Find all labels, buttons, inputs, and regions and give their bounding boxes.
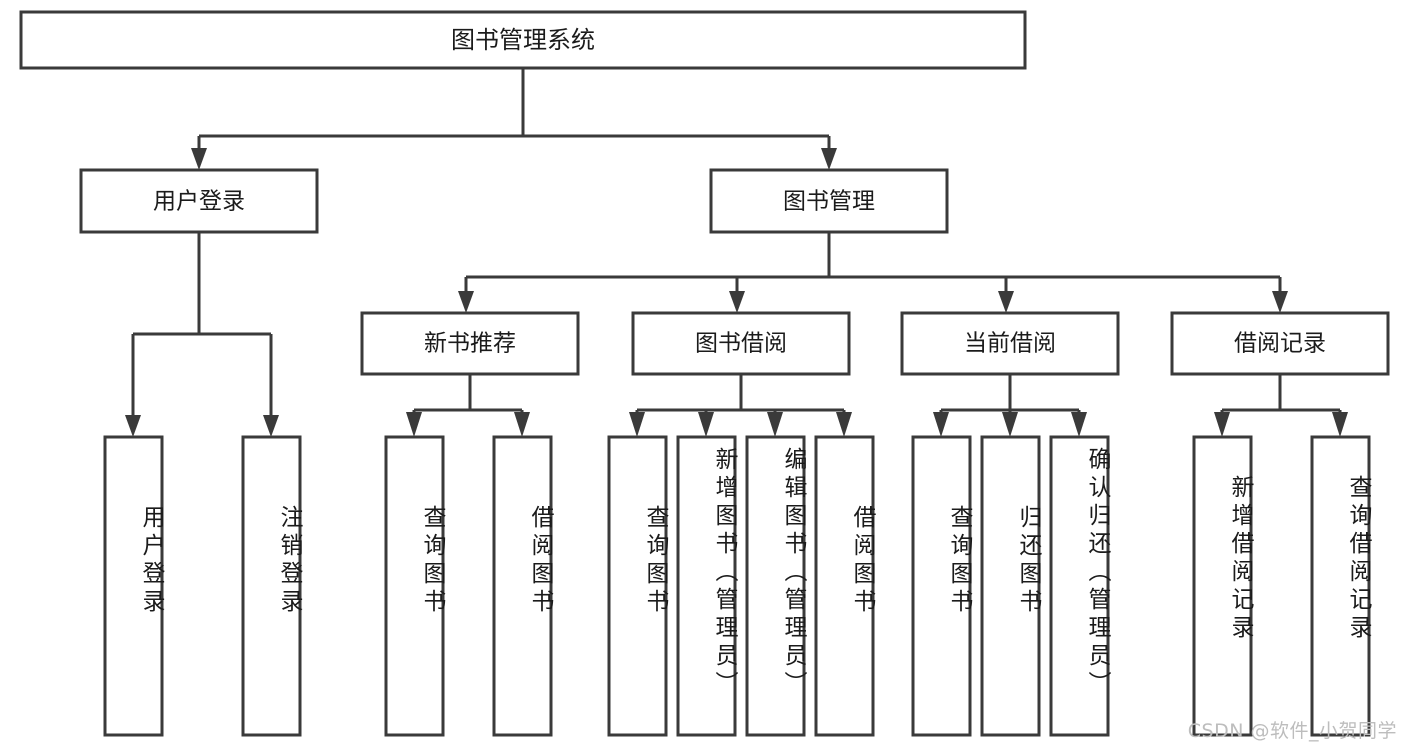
leaf-box-br-query-record[interactable] (1310, 435, 1371, 737)
node-book-management-label: 图书管理 (783, 189, 875, 215)
arrow-bm-to-current-borrow (998, 291, 1014, 313)
connector-layer (125, 68, 1348, 437)
node-new-book-recommend-label: 新书推荐 (424, 331, 516, 357)
arrow-br-leaf-1 (1214, 412, 1230, 437)
node-root-box[interactable] (19, 10, 1027, 70)
node-book-management-box[interactable] (709, 168, 949, 234)
leaf-box-nb-query-book[interactable] (384, 435, 445, 737)
leaf-box-cb-query-book[interactable] (911, 435, 972, 737)
arrow-root-to-user-login (191, 148, 207, 170)
arrow-cb-leaf-2 (1002, 412, 1018, 437)
arrow-bm-to-book-borrow (729, 291, 745, 313)
arrow-bb-leaf-3 (767, 412, 783, 437)
node-current-borrow-box[interactable] (900, 311, 1120, 376)
node-user-login[interactable]: 用户登录 (79, 168, 319, 234)
leaf-box-nb-borrow-book[interactable] (492, 435, 553, 737)
node-new-book-recommend[interactable]: 新书推荐 (360, 311, 580, 376)
node-current-borrow-label: 当前借阅 (964, 331, 1056, 357)
node-root-book-management-system[interactable]: 图书管理系统 (19, 10, 1027, 70)
node-book-borrow[interactable]: 图书借阅 (631, 311, 851, 376)
leaf-box-layer (103, 435, 1371, 737)
arrow-bb-leaf-1 (629, 412, 645, 437)
node-borrow-record[interactable]: 借阅记录 (1170, 311, 1390, 376)
arrow-br-leaf-2 (1332, 412, 1348, 437)
arrow-cb-leaf-1 (933, 412, 949, 437)
leaf-box-br-add-record[interactable] (1192, 435, 1253, 737)
leaf-box-bb-borrow-book[interactable] (814, 435, 875, 737)
arrow-bm-to-new-book (458, 291, 474, 313)
leaf-box-cb-confirm-return-admin[interactable] (1049, 435, 1110, 737)
node-borrow-record-label: 借阅记录 (1234, 331, 1326, 357)
node-new-book-recommend-box[interactable] (360, 311, 580, 376)
arrow-user-login-leaf-1 (125, 415, 141, 437)
node-book-borrow-box[interactable] (631, 311, 851, 376)
arrow-cb-leaf-3 (1071, 412, 1087, 437)
node-user-login-label: 用户登录 (153, 189, 245, 215)
arrow-bm-to-borrow-record (1272, 291, 1288, 313)
node-borrow-record-box[interactable] (1170, 311, 1390, 376)
node-book-borrow-label: 图书借阅 (695, 331, 787, 357)
arrow-nb-leaf-2 (514, 412, 530, 437)
arrow-nb-leaf-1 (406, 412, 422, 437)
arrow-user-login-leaf-2 (263, 415, 279, 437)
arrow-bb-leaf-2 (698, 412, 714, 437)
arrow-root-to-book-manage (821, 148, 837, 170)
leaf-box-bb-query-book[interactable] (607, 435, 668, 737)
arrow-bb-leaf-4 (836, 412, 852, 437)
csdn-watermark: CSDN @软件_小贺同学 (1187, 720, 1397, 742)
leaf-box-bb-edit-book-admin[interactable] (745, 435, 806, 737)
node-user-login-box[interactable] (79, 168, 319, 234)
leaf-box-user-login[interactable] (103, 435, 164, 737)
node-current-borrow[interactable]: 当前借阅 (900, 311, 1120, 376)
leaf-box-cb-return-book[interactable] (980, 435, 1041, 737)
node-root-label: 图书管理系统 (451, 26, 595, 54)
leaf-box-bb-add-book-admin[interactable] (676, 435, 737, 737)
leaf-box-logout[interactable] (241, 435, 302, 737)
node-book-management[interactable]: 图书管理 (709, 168, 949, 234)
